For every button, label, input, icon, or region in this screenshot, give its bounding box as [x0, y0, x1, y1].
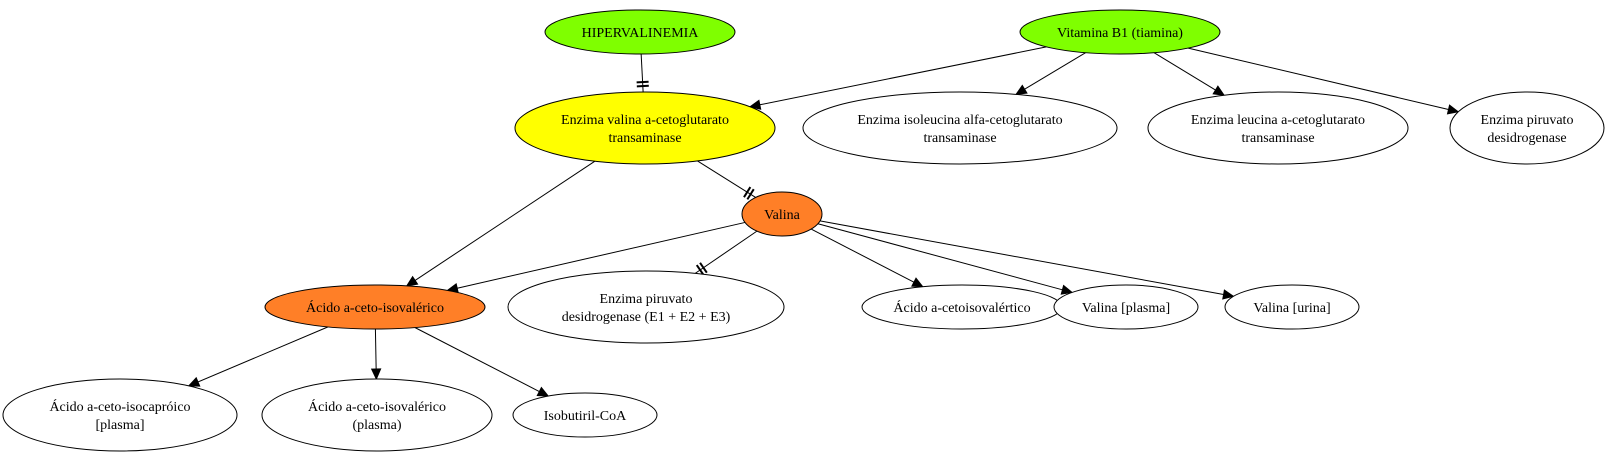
node-ellipse [1019, 9, 1221, 55]
arrowhead-icon [536, 386, 550, 397]
node-label: (plasma) [353, 418, 402, 433]
node-label: transaminase [923, 131, 996, 146]
node-vitamina-b1: Vitamina B1 (tiamina) [1019, 9, 1221, 55]
node-ellipse [544, 9, 736, 55]
edge-line [697, 160, 756, 198]
edge-enzima-valina-to-acido-ceto-isovalerico [405, 160, 596, 287]
node-label: transaminase [608, 131, 681, 146]
node-label: [plasma] [96, 418, 145, 433]
edge-vitamina-b1-to-enzima-valina [748, 46, 1047, 110]
node-ellipse [741, 191, 823, 237]
nodes-layer: HIPERVALINEMIA Vitamina B1 (tiamina) Enzim… [2, 9, 1605, 452]
node-valina: Valina [741, 191, 823, 237]
node-enzima-piruvato-2: Enzima piruvato desidrogenase (E1 + E2 + … [507, 270, 785, 344]
arrowhead-icon [370, 368, 382, 381]
arrowhead-icon [1060, 284, 1074, 295]
node-label: desidrogenase [1487, 131, 1566, 146]
node-ellipse [1147, 91, 1409, 165]
node-acido-isovalerico-plasma: Ácido a-ceto-isovalérico (plasma) [261, 378, 493, 452]
edge-line [694, 230, 758, 274]
node-label: Enzima piruvato [600, 292, 693, 307]
arrowhead-icon [748, 99, 762, 110]
node-ellipse [512, 392, 658, 438]
node-ellipse [1053, 284, 1199, 330]
edge-valina-to-acido-cetoisovalertico [810, 228, 924, 288]
node-ellipse [1449, 91, 1605, 165]
node-ellipse [802, 91, 1118, 165]
edge-line [810, 228, 915, 283]
edge-line [457, 221, 746, 289]
edge-line [819, 220, 1224, 296]
node-label: Ácido a-ceto-isovalérico [306, 299, 444, 316]
node-label: Isobutiril-CoA [544, 409, 627, 424]
arrowhead-icon [911, 277, 924, 288]
edge-line [374, 328, 377, 370]
arrowhead-icon [187, 376, 201, 387]
node-valina-plasma: Valina [plasma] [1053, 284, 1199, 330]
node-ellipse [514, 91, 776, 165]
node-hipervalinemia: HIPERVALINEMIA [544, 9, 736, 55]
node-label: Enzima piruvato [1481, 113, 1574, 128]
inhibition-bar-icon [636, 80, 649, 84]
inhibition-bar-icon [636, 84, 649, 88]
node-label: Enzima leucina a-cetoglutarato [1191, 113, 1365, 128]
node-label: Ácido a-cetoisovalértico [893, 299, 1030, 316]
node-acido-isocaproico: Ácido a-ceto-isocapróico [plasma] [2, 378, 238, 452]
arrowhead-icon [1015, 84, 1028, 95]
edge-vitamina-b1-to-enzima-isoleucina [1015, 52, 1086, 95]
edge-line [1153, 52, 1216, 91]
inhibition-bar-icon [746, 188, 755, 200]
node-ellipse [261, 378, 493, 452]
edge-acido-ceto-isovalerico-to-acido-isovalerico-plasma [370, 328, 382, 381]
node-label: Ácido a-ceto-isovalérico [308, 398, 446, 415]
edge-line [759, 46, 1047, 106]
node-acido-cetoisovalertico: Ácido a-cetoisovalértico [861, 284, 1063, 330]
node-ellipse [507, 270, 785, 344]
edge-line [1024, 52, 1086, 90]
edge-line [817, 223, 1063, 291]
edge-vitamina-b1-to-enzima-leucina [1153, 52, 1226, 96]
inhibition-bar-icon [743, 186, 752, 198]
node-label: Valina [plasma] [1082, 301, 1170, 316]
node-enzima-piruvato-1: Enzima piruvato desidrogenase [1449, 91, 1605, 165]
node-acido-ceto-isovalerico: Ácido a-ceto-isovalérico [264, 284, 486, 330]
edge-line [197, 326, 329, 383]
edge-acido-ceto-isovalerico-to-isobutiril-coa [414, 327, 550, 397]
node-enzima-valina: Enzima valina a-cetoglutarato transaminas… [514, 91, 776, 165]
node-enzima-leucina: Enzima leucina a-cetoglutarato transamina… [1147, 91, 1409, 165]
arrowhead-icon [405, 275, 419, 287]
edge-line [1188, 47, 1449, 110]
node-enzima-isoleucina: Enzima isoleucina alfa-cetoglutarato tran… [802, 91, 1118, 165]
node-label: transaminase [1241, 131, 1314, 146]
edge-enzima-valina-to-valina [697, 160, 756, 200]
edge-valina-to-valina-urina [819, 220, 1235, 300]
node-ellipse [1224, 284, 1360, 330]
edge-line [414, 160, 596, 281]
inhibition-bar-icon [695, 264, 705, 276]
edge-vitamina-b1-to-enzima-piruvato-1 [1188, 47, 1460, 115]
node-valina-urina: Valina [urina] [1224, 284, 1360, 330]
node-label: Ácido a-ceto-isocapróico [49, 398, 190, 415]
node-isobutiril-coa: Isobutiril-CoA [512, 392, 658, 438]
node-label: HIPERVALINEMIA [582, 26, 700, 41]
node-label: Enzima valina a-cetoglutarato [561, 113, 729, 128]
node-label: desidrogenase (E1 + E2 + E3) [562, 310, 731, 325]
arrowhead-icon [1222, 289, 1235, 300]
node-ellipse [264, 284, 486, 330]
edge-valina-to-enzima-piruvato-2 [694, 230, 758, 276]
node-ellipse [2, 378, 238, 452]
edge-line [414, 327, 540, 392]
node-label: Valina [urina] [1253, 301, 1330, 316]
node-label: Valina [764, 208, 801, 223]
arrowhead-icon [1446, 104, 1460, 115]
edges-layer [187, 46, 1460, 397]
edge-hipervalinemia-to-enzima-valina [636, 53, 649, 93]
edge-acido-ceto-isovalerico-to-acido-isocaproico [187, 326, 329, 387]
arrowhead-icon [1212, 85, 1226, 96]
edge-valina-to-valina-plasma [817, 223, 1074, 295]
inhibition-bar-icon [699, 262, 708, 274]
node-label: Vitamina B1 (tiamina) [1057, 26, 1183, 41]
node-label: Enzima isoleucina alfa-cetoglutarato [857, 113, 1062, 128]
